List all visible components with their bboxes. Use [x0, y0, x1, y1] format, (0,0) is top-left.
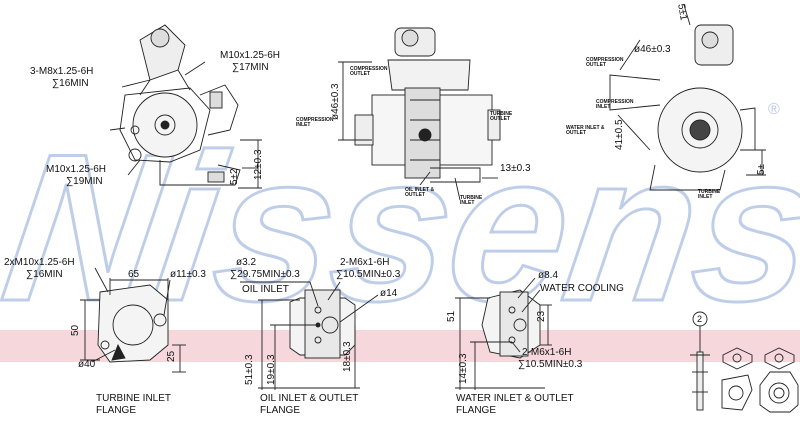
thread-top-depth: ∑17MIN: [232, 62, 269, 73]
dim-65: 65: [128, 269, 140, 280]
oil-depth-2975: ∑29.75MIN±0.3: [230, 269, 300, 280]
oil-caption-line1: OIL INLET & OUTLET: [260, 393, 359, 404]
top-middle-view: [338, 27, 501, 201]
dia-11: ø11±0.3: [170, 269, 206, 280]
oil-dim-18: 18±0.3: [342, 341, 353, 372]
oil-dim-51: 51±0.3: [244, 354, 255, 385]
turbine-flange-view: [80, 267, 186, 373]
turbine-inlet-middle: TURBINE INLET: [460, 195, 483, 206]
thread-top-callout: M10x1.25-6H: [220, 50, 281, 61]
registered-mark: ®: [768, 101, 780, 118]
oil-thread: 2-M6x1-6H: [340, 257, 390, 268]
dim-13: 13±0.3: [500, 163, 531, 174]
dia-46-middle: ø46±0.3: [330, 83, 341, 120]
compression-outlet-middle: COMPRESSION OUTLET: [350, 66, 388, 77]
oil-inlet-outlet-middle: OIL INLET & OUTLET: [405, 187, 435, 198]
water-thread: 2-M6x1-6H: [522, 347, 572, 358]
oil-dim-19: 19±0.3: [266, 354, 277, 385]
top-left-view: [109, 24, 262, 189]
water-caption-line1: WATER INLET & OUTLET: [456, 393, 574, 404]
dim-12: 12±0.3: [253, 149, 264, 180]
compression-inlet-right: COMPRESSION INLET: [596, 99, 634, 110]
turbine-outlet-middle: TURBINE OUTLET: [490, 111, 513, 122]
gasket-callout-number: 2: [697, 314, 703, 324]
compression-outlet-right: COMPRESSION OUTLET: [586, 57, 624, 68]
oil-flange-view: [240, 281, 379, 390]
oil-dia-14: ø14: [380, 288, 398, 299]
water-caption-line2: FLANGE: [456, 405, 497, 416]
oil-dia-32: ø3.2: [236, 257, 257, 268]
water-flange-view: [455, 277, 552, 390]
water-dim-23: 23: [536, 310, 547, 322]
dim-5-left: 5±2: [229, 168, 240, 185]
turbine-thread: 2xM10x1.25-6H: [4, 257, 75, 268]
water-dim-14: 14±0.3: [458, 353, 469, 384]
turbine-inlet-right: TURBINE INLET: [698, 189, 721, 200]
bolt-depth: ∑16MIN: [52, 78, 89, 89]
thread-bottom-callout: M10x1.25-6H: [46, 164, 107, 175]
water-dia-84: ø8.4: [538, 270, 559, 281]
gasket-kit: [690, 311, 799, 413]
dia-40: ø40: [78, 359, 96, 370]
dim-41: 41±0.5: [614, 119, 625, 150]
water-dim-51: 51: [446, 310, 457, 322]
dim-5-right: 5±: [756, 163, 767, 175]
water-cooling-label: WATER COOLING: [540, 283, 624, 294]
dim-50: 50: [70, 324, 81, 336]
water-depth: ∑10.5MIN±0.3: [518, 359, 583, 370]
oil-caption-line2: FLANGE: [260, 405, 301, 416]
dia-46-right: ø46±0.3: [634, 44, 671, 55]
bolt-callout: 3-M8x1.25-6H: [30, 66, 94, 77]
top-right-view: [609, 4, 766, 191]
oil-inlet-label: OIL INLET: [242, 284, 289, 295]
oil-depth-105: ∑10.5MIN±0.3: [336, 269, 401, 280]
compression-inlet-middle: COMPRESSION INLET: [296, 117, 334, 128]
turbine-caption-line2: FLANGE: [96, 405, 137, 416]
dim-25: 25: [166, 350, 177, 362]
turbine-caption-line1: TURBINE INLET: [96, 393, 172, 404]
turbine-depth: ∑16MIN: [26, 269, 63, 280]
water-inlet-outlet-right: WATER INLET & OUTLET: [566, 125, 605, 136]
thread-bottom-depth: ∑19MIN: [66, 176, 103, 187]
